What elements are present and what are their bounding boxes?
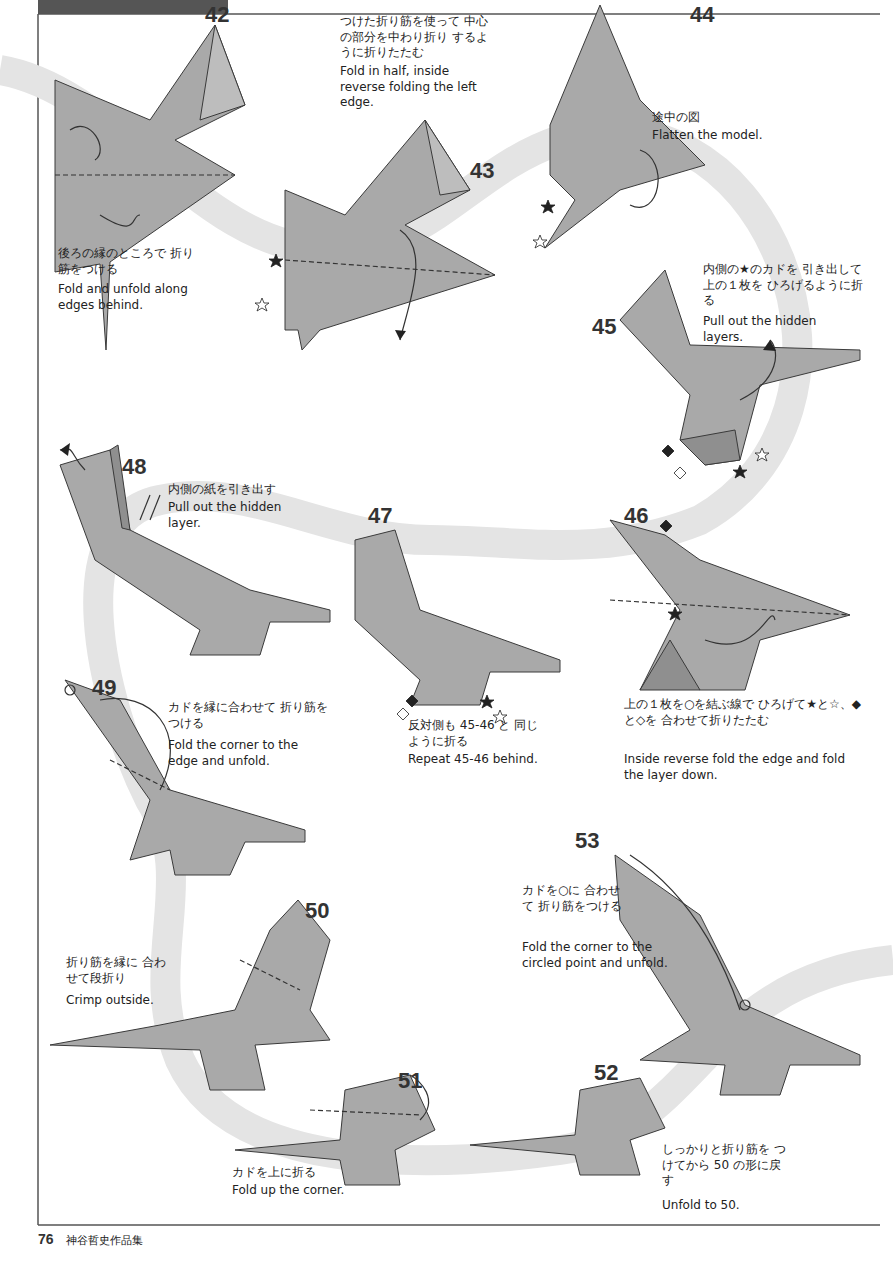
instruction-text: Fold up the corner. [232,1183,392,1199]
instruction-text: Repeat 45-46 behind. [408,752,558,768]
step-number: 46 [624,505,648,527]
instruction-text: 途中の図 [652,110,772,126]
instruction-text: Inside reverse fold the edge and fold th… [624,752,864,783]
step-number: 53 [575,830,599,852]
instruction-text: 後ろの縁のところで 折り筋をつける [58,246,198,277]
step-number: 43 [470,160,494,182]
instruction-text: Flatten the model. [652,128,792,144]
step-number: 50 [305,900,329,922]
instruction-text: Pull out the hidden layers. [703,314,853,345]
instruction-text: Pull out the hidden layer. [168,500,308,531]
instruction-text: Fold in half, inside reverse folding the… [340,64,490,111]
instruction-text: 内側の紙を引き出す [168,482,318,498]
instruction-text: つけた折り筋を使って 中心の部分を中わり折り するように折りたたむ [340,14,490,61]
step-number: 76 [38,1232,54,1246]
instruction-text: Fold and unfold along edges behind. [58,282,208,313]
step-number: 47 [368,505,392,527]
instruction-text: 反対側も 45-46 と 同じように折る [408,718,548,749]
step-number: 44 [690,4,714,26]
step-number: 42 [205,4,229,26]
instruction-text: カドを○に 合わせて 折り筋をつける [522,883,632,914]
instruction-text: Fold the corner to the circled point and… [522,940,672,971]
instruction-text: 上の１枚を○を結ぶ線で ひろげて★と☆、◆と◇を 合わせて折りたたむ [624,697,864,728]
step-number: 52 [594,1062,618,1084]
instruction-text: 内側の★のカドを 引き出して上の１枚を ひろげるように折る [703,262,873,309]
step-number: 49 [92,677,116,699]
instruction-text: カドを縁に合わせて 折り筋をつける [168,700,328,731]
instruction-text: カドを上に折る [232,1165,392,1181]
instruction-text: 神谷哲史作品集 [66,1234,206,1248]
instruction-text: Crimp outside. [66,993,186,1009]
step-number: 51 [398,1070,422,1092]
step-number: 45 [592,316,616,338]
instruction-text: Unfold to 50. [662,1198,792,1214]
step-number: 48 [122,456,146,478]
instruction-text: Fold the corner to the edge and unfold. [168,738,328,769]
instruction-text: 折り筋を縁に 合わせて段折り [66,955,176,986]
instruction-text: しっかりと折り筋を つけてから 50 の形に戻す [662,1142,792,1189]
